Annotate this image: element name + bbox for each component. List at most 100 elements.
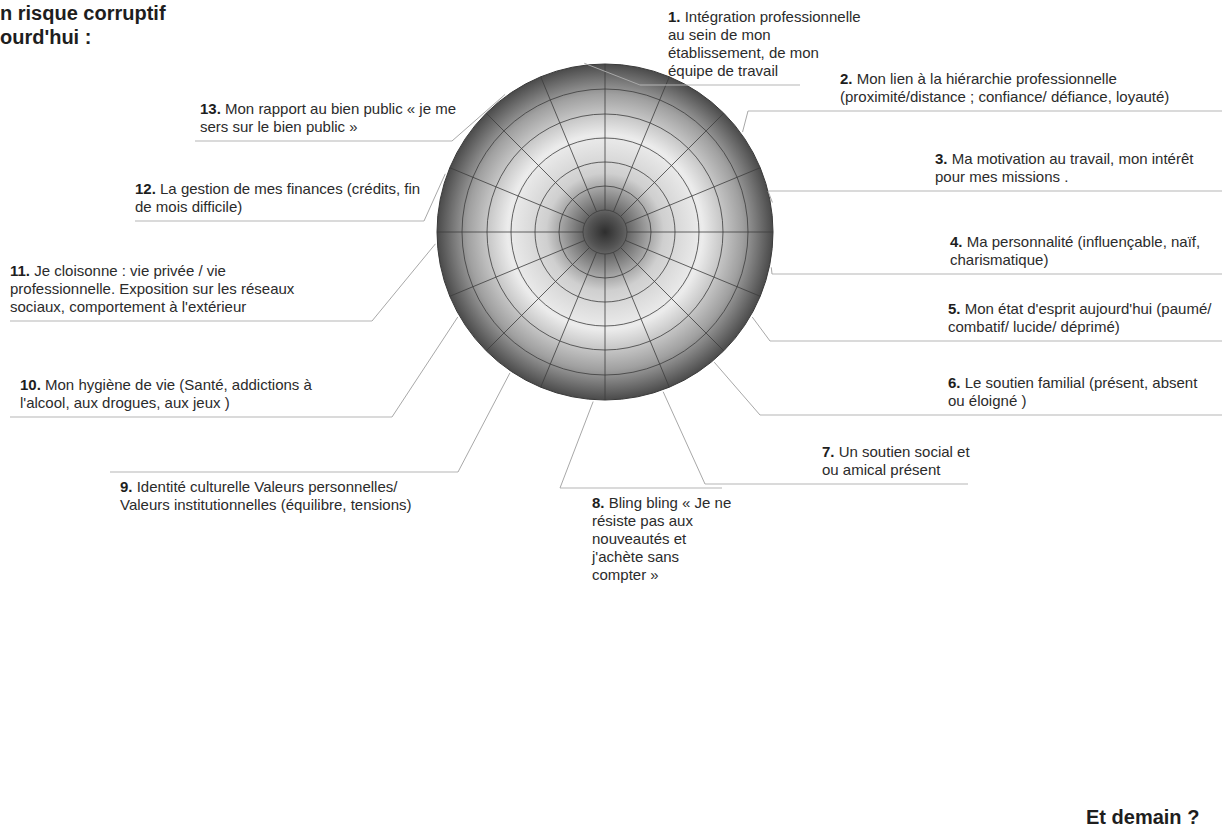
spoke (621, 113, 724, 216)
heading-text: n risque corruptif (0, 2, 166, 25)
callout-number: 13. (200, 100, 221, 117)
leader-line (768, 191, 772, 202)
factor-item: 7. Un soutien social et ou amical présen… (822, 443, 972, 479)
callout-number: 5. (948, 300, 961, 317)
spacer (221, 100, 225, 117)
factor-item: 6. Le soutien familial (présent, absent … (948, 374, 1218, 410)
leader-line (372, 244, 435, 321)
underline (760, 415, 1222, 416)
spacer (156, 180, 160, 197)
spoke (486, 248, 589, 351)
underline (110, 472, 458, 473)
callout-number: 3. (935, 150, 948, 167)
factor-item: 10. Mon hygiène de vie (Santé, addiction… (20, 376, 330, 412)
factor-item: 8. Bling bling « Je ne résiste pas aux n… (592, 494, 737, 584)
factor-item: 9. Identité culturelle Valeurs personnel… (120, 478, 450, 514)
disc (437, 64, 773, 400)
spacer (948, 150, 952, 167)
spoke (613, 77, 669, 212)
leader-line (560, 402, 593, 488)
spacer (605, 494, 609, 511)
factor-item: 12. La gestion de mes finances (crédits,… (135, 180, 440, 216)
spoke (486, 113, 589, 216)
callout-number: 2. (840, 70, 853, 87)
factor-text: Mon lien à la hiérarchie professionnelle… (840, 70, 1169, 105)
spoke (437, 232, 583, 233)
factor-text: Mon rapport au bien public « je me sers … (200, 100, 456, 135)
spoke (621, 248, 724, 351)
leader-line (584, 63, 640, 85)
callout-number: 10. (20, 376, 41, 393)
leader-line (458, 373, 510, 472)
factor-text: Intégration professionnelle au sein de m… (668, 8, 861, 79)
spoke (450, 168, 585, 224)
leader-line (752, 317, 770, 341)
spacer (30, 262, 34, 279)
underline (10, 417, 392, 418)
heading-text: ourd'hui : (0, 26, 91, 49)
underline (560, 488, 722, 489)
heading-text: Et demain ? (1086, 806, 1199, 829)
spacer (133, 478, 137, 495)
spacer (961, 300, 965, 317)
spacer (681, 8, 685, 25)
factor-text: Un soutien social et ou amical présent (822, 443, 970, 478)
leader-line (771, 267, 773, 274)
factor-text: Je cloisonne : vie privée / vie professi… (10, 262, 294, 315)
underline (705, 484, 968, 485)
leader-line (714, 362, 760, 415)
underline (195, 141, 452, 142)
spoke (541, 77, 597, 212)
factor-item: 4. Ma personnalité (influençable, naïf, … (950, 233, 1218, 269)
spacer (835, 443, 839, 460)
callout-number: 6. (948, 374, 961, 391)
callout-number: 11. (10, 262, 30, 279)
factor-item: 1. Intégration professionnelle au sein d… (668, 8, 868, 80)
leader-line (452, 94, 505, 141)
callout-number: 12. (135, 180, 156, 197)
factor-text: Mon état d'esprit aujourd'hui (paumé/ co… (948, 300, 1211, 335)
leader-line (424, 174, 445, 221)
factor-text: La gestion de mes finances (crédits, fin… (135, 180, 420, 215)
spacer (853, 70, 857, 87)
spoke (541, 252, 597, 387)
factor-item: 13. Mon rapport au bien public « je me s… (200, 100, 462, 136)
factor-text: Bling bling « Je ne résiste pas aux nouv… (592, 494, 731, 583)
spoke (613, 252, 669, 387)
underline (772, 274, 1222, 275)
spacer (961, 374, 965, 391)
target-disc (437, 64, 773, 400)
underline (135, 221, 424, 222)
spacer (963, 233, 967, 250)
spoke (605, 64, 606, 210)
ring (583, 210, 627, 254)
factor-text: Mon hygiène de vie (Santé, addictions à … (20, 376, 312, 411)
factor-text: Le soutien familial (présent, absent ou … (948, 374, 1197, 409)
underline (768, 191, 1222, 192)
leader-line (743, 111, 748, 132)
spoke (450, 240, 585, 296)
callout-number: 4. (950, 233, 963, 250)
factor-item: 5. Mon état d'esprit aujourd'hui (paumé/… (948, 300, 1218, 336)
spacer (41, 376, 45, 393)
spoke (625, 168, 760, 224)
factor-item: 2. Mon lien à la hiérarchie professionne… (840, 70, 1218, 106)
spoke (627, 232, 773, 233)
underline (640, 85, 800, 86)
underline (770, 341, 1222, 342)
underline (10, 321, 372, 322)
callout-number: 7. (822, 443, 835, 460)
callout-number: 1. (668, 8, 681, 25)
callout-number: 9. (120, 478, 133, 495)
factor-text: Identité culturelle Valeurs personnelles… (120, 478, 412, 513)
spoke (605, 254, 606, 400)
factor-item: 11. Je cloisonne : vie privée / vie prof… (10, 262, 335, 316)
callout-number: 8. (592, 494, 605, 511)
factor-item: 3. Ma motivation au travail, mon intérêt… (935, 150, 1219, 186)
factor-text: Ma motivation au travail, mon intérêt po… (935, 150, 1193, 185)
factor-text: Ma personnalité (influençable, naïf, cha… (950, 233, 1200, 268)
leader-line (392, 317, 458, 417)
leader-line (663, 392, 705, 484)
